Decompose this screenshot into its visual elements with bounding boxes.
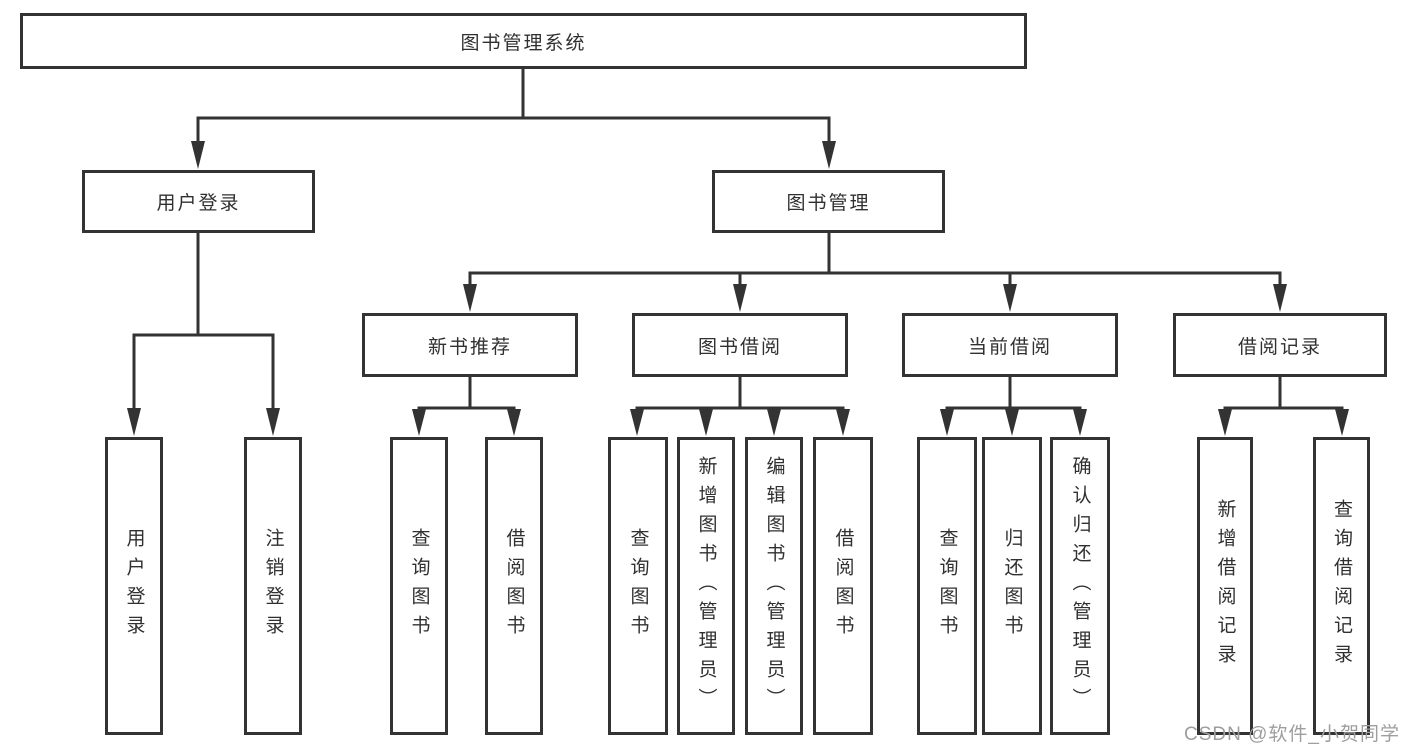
node-book-borrowing-label: 图书借阅 bbox=[697, 336, 782, 358]
leaf-user-login: 用户登录 bbox=[105, 437, 163, 735]
leaf-edit-book-admin-label: 编辑图书（管理员） bbox=[763, 455, 785, 717]
connector-root-to-level2 bbox=[191, 67, 836, 169]
node-current-borrowing: 当前借阅 bbox=[902, 313, 1118, 377]
connector-book-management-to-level3 bbox=[463, 231, 1287, 312]
leaf-logout-label: 注销登录 bbox=[262, 528, 284, 644]
leaf-borrow-book-2: 借阅图书 bbox=[813, 437, 873, 735]
leaf-borrow-book-2-label: 借阅图书 bbox=[832, 528, 854, 644]
leaf-query-borrow-record-label: 查询借阅记录 bbox=[1331, 499, 1352, 673]
leaf-confirm-return-admin: 确认归还（管理员） bbox=[1050, 437, 1110, 735]
leaf-confirm-return-admin-label: 确认归还（管理员） bbox=[1069, 455, 1091, 717]
node-root: 图书管理系统 bbox=[20, 13, 1027, 69]
node-borrowing-records-label: 借阅记录 bbox=[1237, 336, 1322, 358]
watermark: CSDN @软件_小贺同学 bbox=[1184, 724, 1400, 745]
leaf-user-login-label: 用户登录 bbox=[123, 528, 145, 644]
leaf-borrow-book-1-label: 借阅图书 bbox=[503, 528, 525, 644]
node-user-login: 用户登录 bbox=[82, 170, 315, 233]
leaf-return-book: 归还图书 bbox=[982, 437, 1042, 735]
node-user-login-label: 用户登录 bbox=[156, 193, 241, 214]
leaf-query-book-3-label: 查询图书 bbox=[936, 528, 958, 644]
node-borrowing-records: 借阅记录 bbox=[1173, 313, 1387, 377]
leaf-add-borrow-record: 新增借阅记录 bbox=[1197, 437, 1253, 735]
leaf-borrow-book-1: 借阅图书 bbox=[485, 437, 543, 735]
node-new-book-recommend-label: 新书推荐 bbox=[427, 336, 512, 358]
leaf-query-borrow-record: 查询借阅记录 bbox=[1313, 437, 1370, 735]
connector-borrowing-records-to-leaves bbox=[1218, 375, 1349, 436]
node-book-management-label: 图书管理 bbox=[786, 193, 871, 214]
node-root-label: 图书管理系统 bbox=[460, 32, 587, 54]
connector-user-login-to-leaves bbox=[127, 231, 280, 436]
leaf-return-book-label: 归还图书 bbox=[1001, 528, 1023, 644]
node-book-borrowing: 图书借阅 bbox=[632, 313, 848, 377]
leaf-add-book-admin-label: 新增图书（管理员） bbox=[695, 455, 717, 717]
leaf-logout: 注销登录 bbox=[244, 437, 302, 735]
leaf-query-book-2: 查询图书 bbox=[608, 437, 668, 735]
node-current-borrowing-label: 当前借阅 bbox=[967, 336, 1052, 358]
connector-current-borrowing-to-leaves bbox=[940, 375, 1087, 436]
leaf-query-book-3: 查询图书 bbox=[917, 437, 977, 735]
node-new-book-recommend: 新书推荐 bbox=[362, 313, 578, 377]
leaf-add-borrow-record-label: 新增借阅记录 bbox=[1214, 499, 1236, 673]
leaf-add-book-admin: 新增图书（管理员） bbox=[677, 437, 735, 735]
node-book-management: 图书管理 bbox=[712, 170, 945, 233]
connector-new-book-recommend-to-leaves bbox=[412, 375, 521, 436]
connector-book-borrowing-to-leaves bbox=[630, 375, 850, 436]
leaf-query-book-1-label: 查询图书 bbox=[408, 528, 430, 644]
leaf-edit-book-admin: 编辑图书（管理员） bbox=[745, 437, 803, 735]
leaf-query-book-1: 查询图书 bbox=[390, 437, 448, 735]
leaf-query-book-2-label: 查询图书 bbox=[627, 528, 649, 644]
